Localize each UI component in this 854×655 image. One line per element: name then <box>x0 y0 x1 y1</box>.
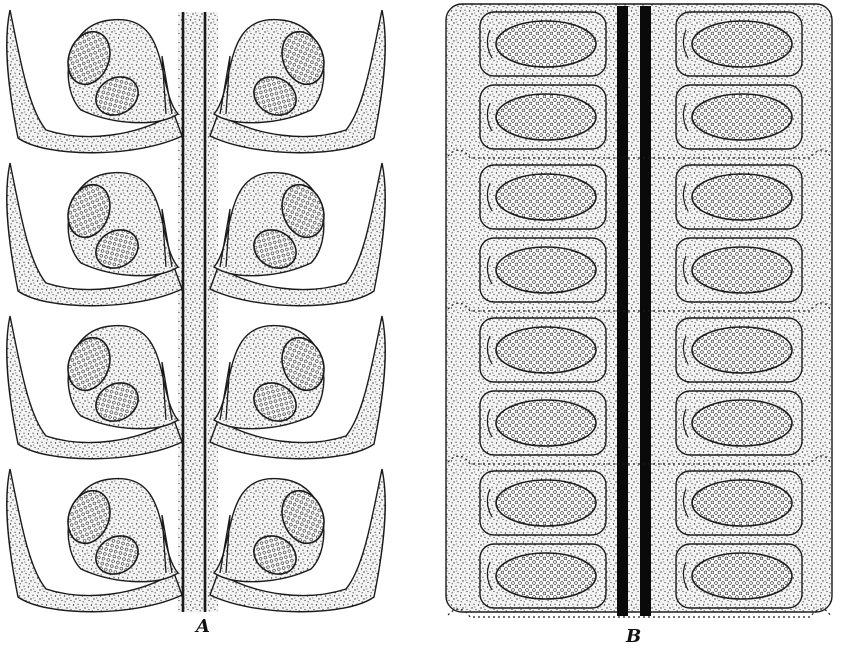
panel-b-label: B <box>626 626 641 647</box>
panel-b-sporangium-3-1-right <box>692 327 792 373</box>
panel-a-drawing <box>7 10 386 612</box>
panel-b-sporangium-2-1-left <box>496 174 596 220</box>
panel-b-sporangium-1-2-left <box>496 94 596 140</box>
panel-b-sporangium-4-1-right <box>692 480 792 526</box>
panel-a-label: A <box>196 616 210 637</box>
panel-b-sporangium-1-1-right <box>692 21 792 67</box>
panel-b-sporangium-3-2-right <box>692 400 792 446</box>
panel-b-sporangium-3-1-left <box>496 327 596 373</box>
panel-b-sporangium-1-1-left <box>496 21 596 67</box>
panel-b-sporangium-3-2-left <box>496 400 596 446</box>
panel-b-drawing <box>446 4 832 617</box>
panel-b-sporangium-2-2-left <box>496 247 596 293</box>
panel-b-sporangium-4-2-right <box>692 553 792 599</box>
panel-b-sporangium-4-2-left <box>496 553 596 599</box>
panel-b-sporangium-4-1-left <box>496 480 596 526</box>
panel-b-sporangium-2-1-right <box>692 174 792 220</box>
panel-b-sporangium-2-2-right <box>692 247 792 293</box>
panel-b-sporangium-1-2-right <box>692 94 792 140</box>
